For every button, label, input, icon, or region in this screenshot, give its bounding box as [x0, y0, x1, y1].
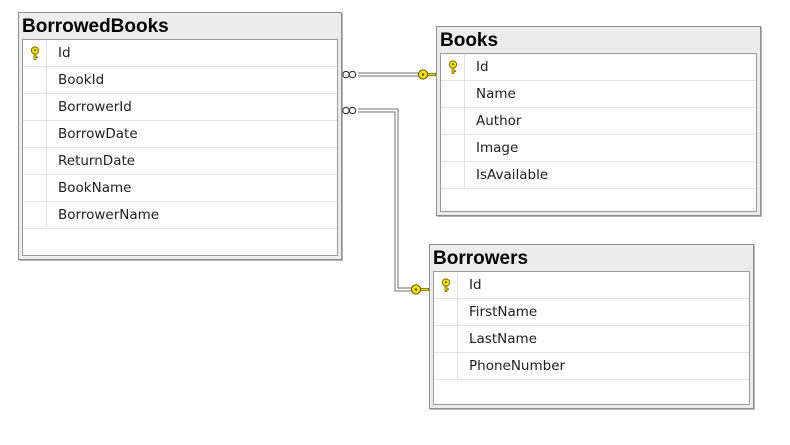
table-title[interactable]: Books — [440, 30, 499, 51]
column-name: PhoneNumber — [469, 358, 566, 374]
table-borrowers[interactable]: Borrowers Id FirstName LastName PhoneNum… — [429, 244, 754, 409]
column-name: Name — [476, 86, 516, 102]
row-selector[interactable] — [23, 202, 47, 228]
row-selector[interactable] — [434, 353, 458, 379]
row-selector[interactable] — [441, 135, 465, 161]
table-books[interactable]: Books Id Name Author Image — [436, 26, 761, 216]
column-grid: Id Name Author Image IsAvailable — [440, 53, 757, 212]
row-selector[interactable] — [441, 162, 465, 188]
primary-key-icon — [30, 46, 40, 60]
column-row[interactable]: Image — [441, 135, 756, 162]
column-row[interactable]: Name — [441, 81, 756, 108]
infinity-icon — [342, 70, 357, 79]
column-name: LastName — [469, 331, 537, 347]
row-selector[interactable] — [434, 299, 458, 325]
row-selector[interactable] — [23, 148, 47, 174]
column-name: IsAvailable — [476, 167, 549, 183]
column-name: ReturnDate — [58, 153, 136, 169]
primary-key-icon — [441, 278, 451, 292]
row-selector[interactable] — [434, 272, 458, 298]
column-row[interactable]: BorrowerId — [23, 94, 337, 121]
row-selector[interactable] — [23, 94, 47, 120]
column-row[interactable]: Id — [441, 54, 756, 81]
row-selector[interactable] — [441, 81, 465, 107]
table-borrowedbooks[interactable]: BorrowedBooks Id BookId BorrowerId Borro… — [18, 12, 342, 260]
row-selector[interactable] — [23, 175, 47, 201]
row-selector[interactable] — [441, 108, 465, 134]
table-title[interactable]: Borrowers — [433, 248, 529, 269]
column-grid: Id FirstName LastName PhoneNumber — [433, 271, 750, 405]
table-title[interactable]: BorrowedBooks — [22, 16, 169, 37]
primary-key-icon — [448, 60, 458, 74]
row-selector[interactable] — [434, 326, 458, 352]
column-name: FirstName — [469, 304, 538, 320]
column-name: BorrowerId — [58, 99, 132, 115]
column-row[interactable]: Author — [441, 108, 756, 135]
key-end-icon — [410, 284, 429, 295]
column-row[interactable]: FirstName — [434, 299, 749, 326]
infinity-icon — [342, 106, 357, 115]
row-selector[interactable] — [23, 121, 47, 147]
column-name: Id — [58, 45, 71, 61]
key-end-icon — [417, 69, 436, 80]
relationship-borrowedbooks-books[interactable] — [342, 69, 436, 80]
column-grid: Id BookId BorrowerId BorrowDate ReturnDa… — [22, 39, 338, 256]
row-selector[interactable] — [23, 67, 47, 93]
column-name: Id — [476, 59, 489, 75]
column-row[interactable]: BookId — [23, 67, 337, 94]
column-row[interactable]: BookName — [23, 175, 337, 202]
column-row[interactable]: BorrowerName — [23, 202, 337, 229]
column-name: BorrowerName — [58, 207, 160, 223]
column-name: BorrowDate — [58, 126, 138, 142]
column-row[interactable]: PhoneNumber — [434, 353, 749, 380]
column-name: BookName — [58, 180, 132, 196]
relationship-borrowedbooks-borrowers[interactable] — [342, 106, 429, 295]
column-row[interactable]: Id — [434, 272, 749, 299]
column-row[interactable]: LastName — [434, 326, 749, 353]
column-row[interactable]: ReturnDate — [23, 148, 337, 175]
column-row[interactable]: BorrowDate — [23, 121, 337, 148]
column-name: Id — [469, 277, 482, 293]
column-row[interactable]: Id — [23, 40, 337, 67]
row-selector[interactable] — [441, 54, 465, 80]
column-name: Author — [476, 113, 522, 129]
column-name: Image — [476, 140, 519, 156]
column-row[interactable]: IsAvailable — [441, 162, 756, 189]
column-name: BookId — [58, 72, 105, 88]
row-selector[interactable] — [23, 40, 47, 66]
